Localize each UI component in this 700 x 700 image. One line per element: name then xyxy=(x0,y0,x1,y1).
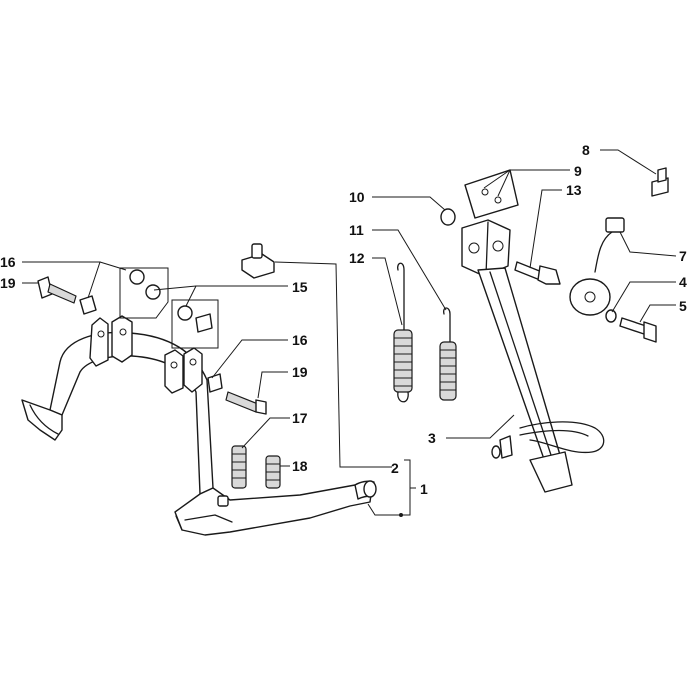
callout-19-left: 19 xyxy=(0,275,16,291)
callout-3: 3 xyxy=(428,430,436,446)
bolt-19-left xyxy=(37,276,77,304)
spring-18 xyxy=(265,455,281,489)
callout-1: 1 xyxy=(420,481,428,497)
callout-19-right: 19 xyxy=(292,364,308,380)
callout-15: 15 xyxy=(292,279,308,295)
bushings-16 xyxy=(79,269,223,393)
switch-7 xyxy=(569,217,625,316)
nut-10 xyxy=(440,208,456,226)
callout-13: 13 xyxy=(566,182,582,198)
callout-16-right: 16 xyxy=(292,332,308,348)
callout-4: 4 xyxy=(679,274,687,290)
callout-10: 10 xyxy=(349,189,365,205)
callout-17: 17 xyxy=(292,410,308,426)
rubber-buffer-8 xyxy=(651,167,669,197)
callout-labels: 1 2 3 4 5 7 8 9 10 11 12 13 15 16 16 17 … xyxy=(0,142,687,497)
bolt-19-right xyxy=(225,391,267,415)
callout-5: 5 xyxy=(679,298,687,314)
callout-16-left: 16 xyxy=(0,254,16,270)
washer-4 xyxy=(605,309,617,323)
callout-18: 18 xyxy=(292,458,308,474)
spring-12 xyxy=(393,262,413,403)
callout-2: 2 xyxy=(391,460,399,476)
screw-5 xyxy=(619,317,657,343)
central-stand xyxy=(21,315,377,536)
spring-17 xyxy=(231,445,247,489)
callout-7: 7 xyxy=(679,248,687,264)
callout-12: 12 xyxy=(349,250,365,266)
callout-11: 11 xyxy=(349,222,364,238)
rubber-buffer-15 xyxy=(241,243,275,279)
bolt-13 xyxy=(514,261,561,285)
group-box-16-right xyxy=(171,299,219,349)
group-box-16-left xyxy=(119,267,169,319)
callout-8: 8 xyxy=(582,142,590,158)
callout-9: 9 xyxy=(574,163,582,179)
side-stand xyxy=(461,169,605,493)
leader-lines xyxy=(22,149,677,517)
spring-11 xyxy=(439,307,457,401)
